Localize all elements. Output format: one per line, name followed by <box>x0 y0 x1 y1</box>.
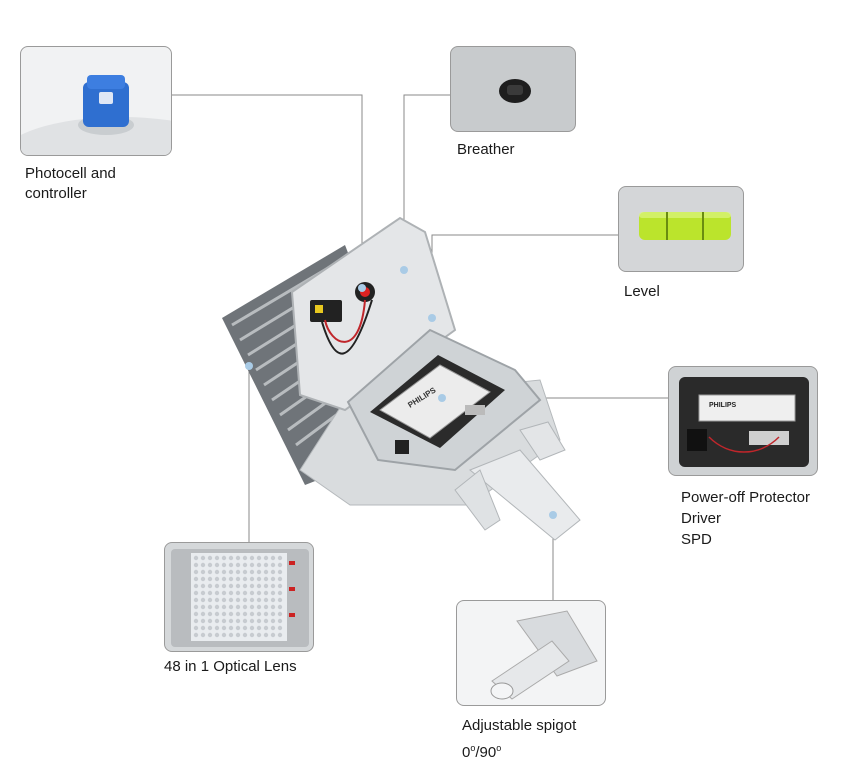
open-cover <box>290 216 457 412</box>
driver-inset-brand: PHILIPS <box>709 402 737 409</box>
driver-label-line3: SPD <box>681 531 712 548</box>
photocell-label: Photocell and controller <box>25 164 116 204</box>
breather-inset <box>450 46 576 132</box>
breather-image <box>499 79 531 103</box>
callout-dots <box>245 266 557 519</box>
optical-lens-image <box>171 549 309 647</box>
driver-image: PHILIPS <box>679 377 809 467</box>
photocell-image <box>21 75 171 155</box>
spigot-label-line2: 0o/90o <box>462 737 576 764</box>
driver-inset: PHILIPS <box>668 366 818 476</box>
spigot-degree-0: o <box>470 743 476 753</box>
breather-label: Breather <box>457 141 515 158</box>
photocell-label-line1: Photocell and <box>25 165 116 182</box>
level-image <box>639 212 731 240</box>
photocell-inset <box>20 46 172 156</box>
spigot-label-line1: Adjustable spigot <box>462 717 577 734</box>
spigot-inset <box>456 600 606 706</box>
photocell-label-line2: controller <box>25 185 87 202</box>
optical-lens-label: 48 in 1 Optical Lens <box>164 658 297 675</box>
driver-label-line2: Driver <box>681 510 721 527</box>
spigot-angle-90: /90 <box>475 744 497 761</box>
driver-label-line1: Power-off Protector <box>681 489 810 506</box>
spigot-label: Adjustable spigot 0o/90o <box>462 715 576 764</box>
spigot-image <box>490 610 598 700</box>
driver-label: Power-off Protector Driver SPD <box>681 487 810 550</box>
leader-photocell <box>172 94 363 288</box>
spigot-degree-90: o <box>496 743 502 753</box>
optical-lens-inset <box>164 542 314 652</box>
level-inset <box>618 186 744 272</box>
leader-breather <box>403 94 450 270</box>
level-label: Level <box>624 283 660 300</box>
spigot-angle-0: 0 <box>462 744 471 761</box>
